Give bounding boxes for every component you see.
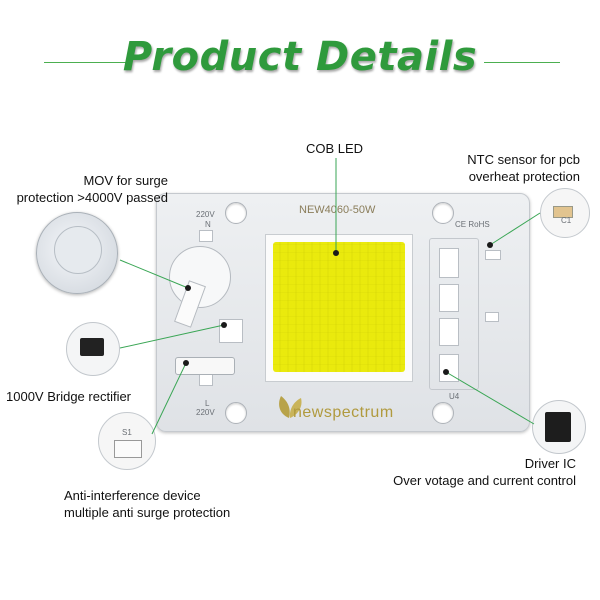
title-line-left bbox=[44, 62, 126, 63]
cob-led-label: COB LED bbox=[306, 141, 364, 156]
line-anti bbox=[151, 362, 187, 435]
driver-ic-on-board bbox=[439, 354, 459, 382]
ic-pad-3 bbox=[439, 318, 459, 346]
line-driver bbox=[445, 371, 535, 425]
dot-mov bbox=[185, 285, 191, 291]
smd-pad bbox=[485, 312, 499, 322]
anti-interference-zoom-chip bbox=[114, 440, 142, 458]
mounting-hole-top-left bbox=[225, 202, 247, 224]
cert-mark: CE RoHS bbox=[455, 220, 490, 229]
dot-ntc bbox=[487, 242, 493, 248]
pcb-board: 220V N L 220V NEW4060-50W newspectrum CE… bbox=[156, 193, 530, 432]
title-line-right bbox=[484, 62, 560, 63]
solder-pad-top bbox=[199, 230, 213, 242]
mounting-hole-bottom-right bbox=[432, 402, 454, 424]
rectifier-label: 1000V Bridge rectifier bbox=[6, 389, 132, 404]
ntc-zoom-chip bbox=[553, 206, 573, 218]
driver-ic-label-line2: Over votage and current control bbox=[393, 473, 576, 488]
dot-anti bbox=[183, 360, 189, 366]
page-title: Product Details bbox=[122, 34, 478, 80]
mov-label-line1: MOV for surge bbox=[83, 173, 168, 188]
right-component-column bbox=[429, 238, 479, 390]
anti-interference-component bbox=[175, 357, 235, 375]
rectifier-zoom-chip bbox=[80, 338, 104, 356]
driver-ic-zoom-chip bbox=[545, 412, 571, 442]
line-rectifier bbox=[119, 324, 225, 349]
ntc-chip-label: C1 bbox=[561, 216, 572, 225]
mov-zoom bbox=[36, 212, 118, 294]
mov-zoom-inner bbox=[54, 226, 102, 274]
anti-interference-chip-label: S1 bbox=[122, 428, 132, 437]
mov-label-line2: protection >4000V passed bbox=[16, 190, 168, 205]
ic-pad-1 bbox=[439, 248, 459, 278]
rectifier-chip bbox=[219, 319, 243, 343]
ntc-label-line2: overheat protection bbox=[468, 169, 580, 184]
dot-rectifier bbox=[221, 322, 227, 328]
neutral-mark: N bbox=[205, 220, 211, 229]
line-mov bbox=[119, 259, 189, 289]
mounting-hole-top-right bbox=[432, 202, 454, 224]
board-model: NEW4060-50W bbox=[299, 204, 376, 216]
line-ntc bbox=[489, 212, 541, 246]
live-mark: L bbox=[205, 399, 210, 408]
mounting-hole-bottom-left bbox=[225, 402, 247, 424]
voltage-mark-bottom: 220V bbox=[196, 408, 215, 417]
driver-ic-label-line1: Driver IC bbox=[524, 456, 576, 471]
ntc-sensor-on-board bbox=[485, 250, 501, 260]
dot-driver bbox=[443, 369, 449, 375]
ntc-label-line1: NTC sensor for pcb bbox=[467, 152, 580, 167]
anti-interference-label-line1: Anti-interference device bbox=[64, 488, 201, 503]
leaf-logo-icon bbox=[279, 396, 302, 418]
anti-interference-label-line2: multiple anti surge protection bbox=[64, 505, 231, 520]
cob-led-emitter bbox=[273, 242, 405, 372]
voltage-mark-top: 220V bbox=[196, 210, 215, 219]
chip-label: U4 bbox=[449, 392, 460, 401]
dot-cob bbox=[333, 250, 339, 256]
ic-pad-2 bbox=[439, 284, 459, 312]
brand-name: newspectrum bbox=[293, 404, 394, 421]
